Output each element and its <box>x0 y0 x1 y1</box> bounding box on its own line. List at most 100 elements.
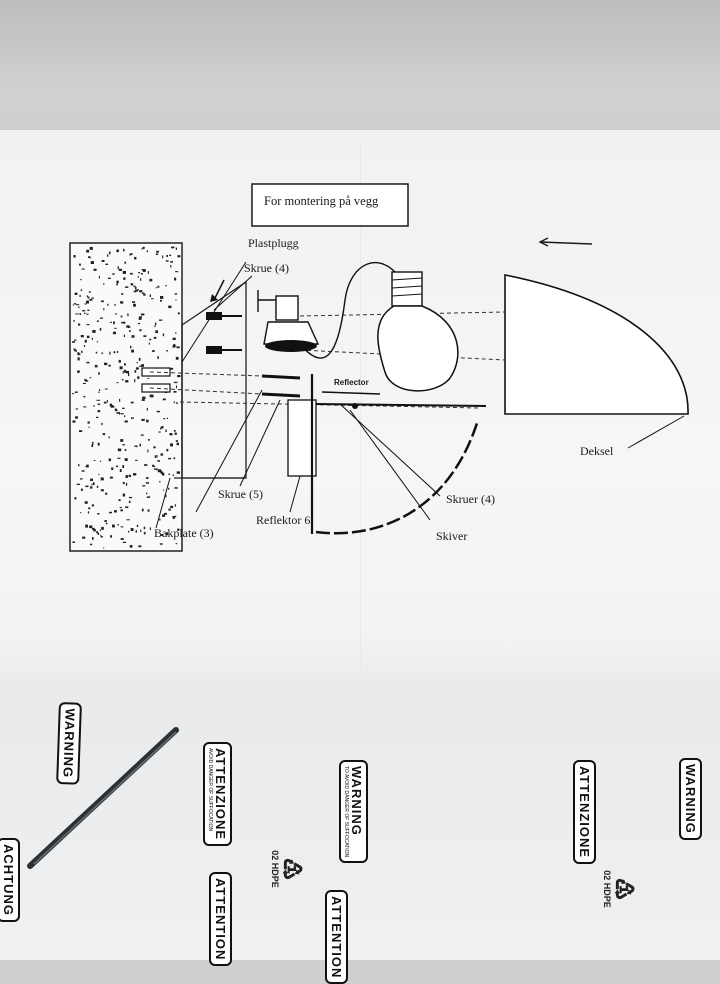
speckle <box>89 246 93 250</box>
speckle <box>116 409 118 411</box>
speckle <box>134 445 137 447</box>
warning-label-1: WARNING <box>56 701 82 785</box>
speckle <box>124 415 126 417</box>
speckle <box>114 510 117 513</box>
speckle <box>153 468 157 470</box>
speckle <box>146 477 149 479</box>
speckle <box>96 320 99 322</box>
speckle <box>170 443 173 447</box>
long-screw-1 <box>261 374 301 380</box>
speckle <box>142 397 145 400</box>
speckle <box>173 457 176 460</box>
speckle <box>122 271 126 274</box>
speckle <box>135 459 138 461</box>
speckle <box>130 528 134 531</box>
speckle <box>129 545 133 548</box>
speckle <box>96 416 99 418</box>
speckle <box>122 541 126 543</box>
speckle <box>108 364 111 367</box>
diagram-title: For montering på vegg <box>264 194 379 208</box>
speckle <box>98 473 100 475</box>
speckle <box>174 432 177 435</box>
label-skrue-5: Skrue (5) <box>218 487 263 501</box>
label-plastplugg: Plastplugg <box>248 236 299 250</box>
speckle <box>150 298 154 300</box>
speckle <box>169 433 173 436</box>
speckle <box>92 537 94 540</box>
speckle <box>148 439 150 441</box>
speckle <box>73 320 75 322</box>
screw-middle <box>206 346 222 354</box>
speckle <box>86 361 90 364</box>
speckle <box>139 329 142 332</box>
speckle <box>79 294 81 297</box>
speckle <box>139 443 141 447</box>
speckle <box>123 369 126 373</box>
speckle <box>160 453 164 456</box>
speckle <box>153 465 156 467</box>
speckle <box>101 422 103 426</box>
speckle <box>80 488 83 491</box>
speckle <box>117 524 119 526</box>
label-reflector: Reflector <box>334 378 369 387</box>
speckle <box>74 391 78 393</box>
speckle <box>130 283 134 286</box>
speckle <box>173 401 175 404</box>
speckle <box>146 419 149 423</box>
speckle <box>72 541 75 543</box>
speckle <box>88 507 91 510</box>
speckle <box>147 509 150 512</box>
speckle <box>120 509 123 512</box>
speckle <box>138 322 141 325</box>
speckle <box>135 530 137 533</box>
paper-fold <box>360 140 362 680</box>
speckle <box>123 334 125 337</box>
speckle <box>88 291 91 293</box>
speckle <box>159 543 163 545</box>
speckle <box>102 433 106 436</box>
speckle <box>146 496 151 498</box>
speckle <box>91 443 94 446</box>
speckle <box>85 485 89 488</box>
label-bakplate: Bakplate (3) <box>154 526 214 540</box>
speckle <box>170 261 173 263</box>
speckle <box>114 304 116 306</box>
speckle <box>84 380 89 382</box>
speckle <box>105 263 109 265</box>
speckle <box>160 296 164 299</box>
speckle <box>116 283 118 286</box>
direction-arrow <box>539 241 593 245</box>
speckle <box>161 534 164 537</box>
speckle <box>159 518 161 521</box>
speckle <box>157 285 160 288</box>
speckle <box>117 448 122 452</box>
speckle <box>118 359 121 363</box>
speckle <box>79 430 83 432</box>
speckle <box>91 483 93 486</box>
mounting-diagram: For montering på vegg <box>69 183 689 552</box>
speckle <box>88 256 91 259</box>
speckle <box>176 471 180 474</box>
speckle <box>130 272 133 275</box>
speckle <box>72 393 75 395</box>
speckle <box>141 364 144 367</box>
speckle <box>131 417 133 420</box>
speckle <box>134 256 137 260</box>
speckle <box>123 277 126 280</box>
speckle <box>175 332 177 334</box>
speckle <box>96 341 99 343</box>
speckle <box>97 410 101 413</box>
speckle <box>103 308 105 311</box>
speckle <box>93 405 95 407</box>
speckle <box>149 527 151 531</box>
speckle <box>141 248 143 250</box>
speckle <box>133 290 136 293</box>
speckle <box>80 512 82 514</box>
speckle <box>109 511 112 514</box>
speckle <box>77 370 80 373</box>
speckle <box>156 410 160 413</box>
speckle <box>118 499 121 502</box>
speckle <box>143 335 147 337</box>
speckle <box>72 341 75 343</box>
speckle <box>75 416 78 419</box>
